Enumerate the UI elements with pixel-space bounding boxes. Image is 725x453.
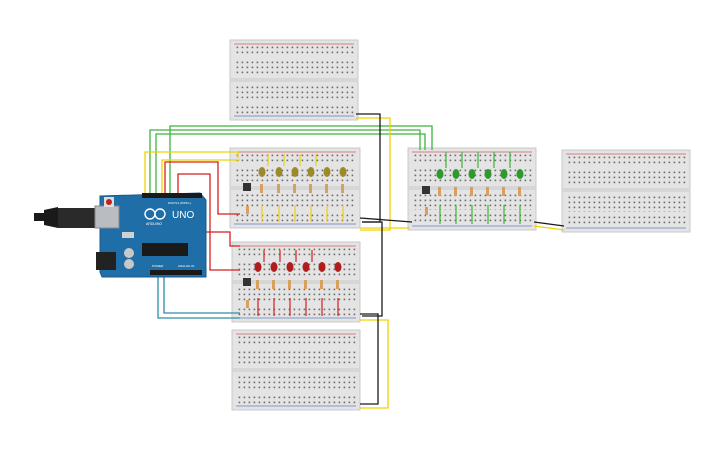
led-green[interactable]	[516, 169, 524, 179]
led-red[interactable]	[286, 262, 294, 272]
wire-black-3[interactable]	[360, 313, 379, 405]
led-green[interactable]	[484, 169, 492, 179]
pushbutton[interactable]	[243, 183, 251, 191]
led-green[interactable]	[452, 169, 460, 179]
usb-cable[interactable]	[34, 207, 100, 228]
led-red[interactable]	[302, 262, 310, 272]
wire-green-2[interactable]	[155, 133, 426, 195]
wire-green-1[interactable]	[149, 129, 421, 195]
green-led-group	[422, 152, 524, 224]
led-yellow[interactable]	[258, 167, 266, 177]
wires	[144, 113, 565, 409]
yellow-led-group	[243, 154, 347, 222]
wire-black-4[interactable]	[359, 217, 413, 223]
led-red[interactable]	[318, 262, 326, 272]
wire-red-1[interactable]	[164, 161, 240, 215]
power-jack	[96, 252, 116, 270]
breadboard-bottom[interactable]	[231, 329, 361, 411]
wire-yellow-1[interactable]	[144, 151, 239, 195]
arduino-logo	[144, 208, 166, 220]
led-green[interactable]	[468, 169, 476, 179]
wire-red-3[interactable]	[200, 231, 240, 247]
wire-yellow-2[interactable]	[161, 159, 240, 195]
wire-yellow-6[interactable]	[533, 225, 565, 231]
led-red[interactable]	[270, 262, 278, 272]
led-red[interactable]	[334, 262, 342, 272]
wire-teal-1[interactable]	[157, 268, 240, 319]
wire-red-2[interactable]	[177, 173, 240, 271]
microcontroller-chip	[142, 243, 188, 256]
led-green[interactable]	[500, 169, 508, 179]
resistor-row	[260, 184, 344, 193]
wire-yellow-3[interactable]	[356, 117, 391, 231]
power-header-label: POWER	[152, 264, 164, 268]
usb-port	[94, 205, 120, 229]
uno-label: UNO	[172, 210, 194, 221]
analog-header-label: ANALOG IN	[178, 264, 194, 268]
pushbutton[interactable]	[422, 186, 430, 194]
led-green[interactable]	[436, 169, 444, 179]
reset-button[interactable]	[104, 197, 114, 207]
breadboard-top[interactable]	[229, 39, 359, 121]
breadboard-right[interactable]	[561, 149, 691, 233]
led-yellow[interactable]	[323, 167, 331, 177]
arduino-uno-board[interactable]: UNO ARDUINO DIGITAL (PWM~) POWER ANALOG …	[94, 192, 207, 278]
led-yellow[interactable]	[339, 167, 347, 177]
wire-black-5[interactable]	[533, 221, 565, 227]
wire-teal-2[interactable]	[163, 268, 240, 314]
led-yellow[interactable]	[307, 167, 315, 177]
arduino-brand-label: ARDUINO	[146, 222, 162, 226]
digital-header-label: DIGITAL (PWM~)	[168, 201, 191, 205]
red-led-group	[243, 250, 342, 316]
led-yellow[interactable]	[275, 167, 283, 177]
pushbutton[interactable]	[243, 278, 251, 286]
led-yellow[interactable]	[291, 167, 299, 177]
wire-yellow-5[interactable]	[360, 319, 389, 409]
led-red[interactable]	[254, 262, 262, 272]
resistor-row	[256, 280, 339, 289]
resistor-row	[438, 187, 521, 196]
wire-black-2[interactable]	[362, 221, 383, 317]
